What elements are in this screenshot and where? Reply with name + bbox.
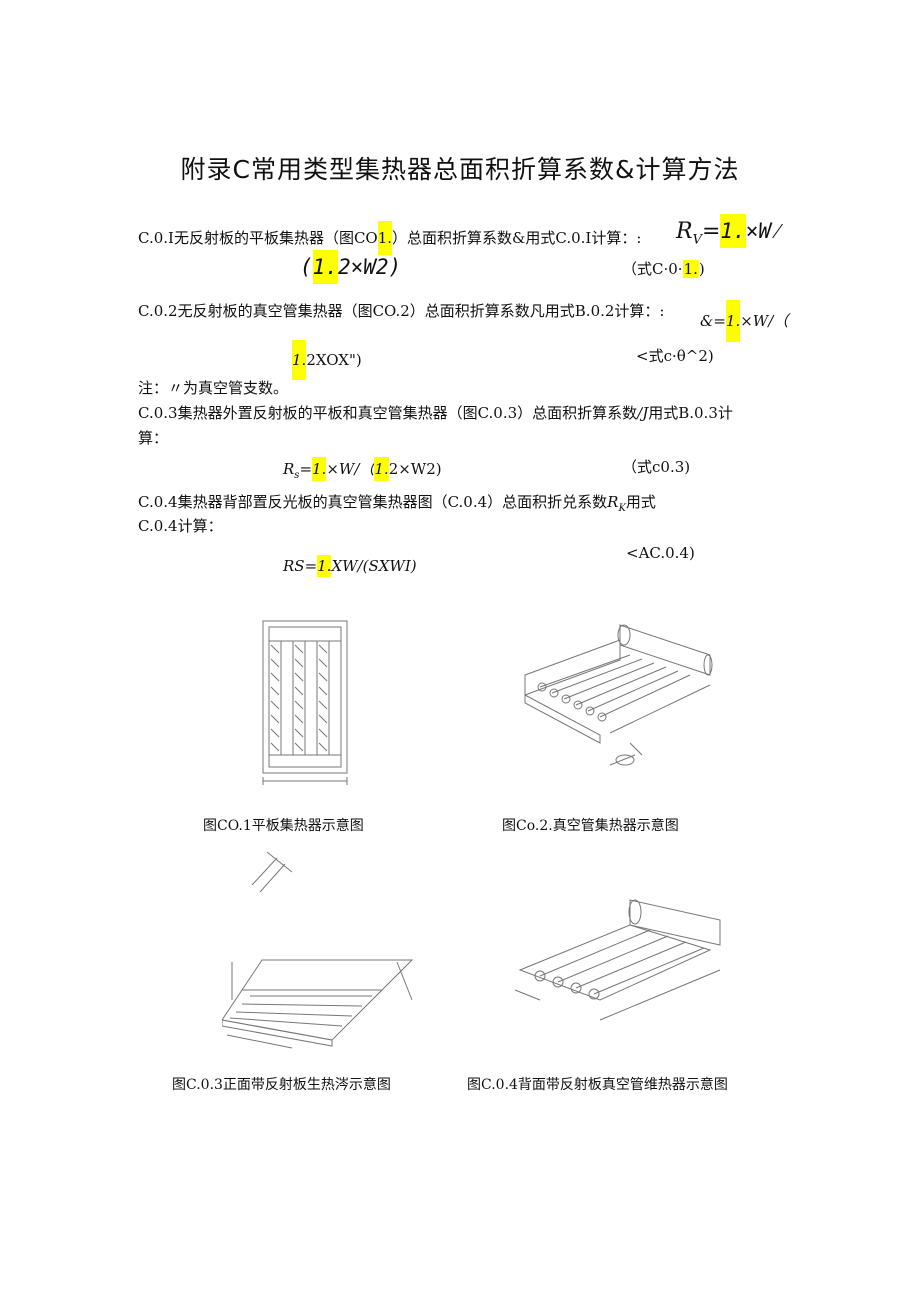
c04-line1-r: R bbox=[607, 493, 619, 511]
c03-formula: Rs=1.×W/（1.2×W2) bbox=[283, 457, 442, 481]
c03-formula-highlight: 1. bbox=[312, 457, 327, 481]
c02-formula-line2: 1.2XOX") bbox=[292, 340, 362, 380]
c01-lead: C.0.I无反射板的平板集热器（图CO bbox=[138, 229, 378, 247]
section-c04-line2: C.0.4计算： bbox=[138, 517, 223, 535]
c01-formula-highlight: 1. bbox=[720, 214, 746, 248]
c04-formula-tail: XW/(SXWI) bbox=[331, 557, 417, 575]
flat-plate-collector-figure bbox=[262, 620, 348, 785]
c03-line1-symbol: ∕J bbox=[637, 404, 649, 422]
c03-formula-highlight-2: 1. bbox=[374, 457, 389, 481]
c01-eqno-post: ) bbox=[698, 260, 705, 278]
figure-caption-3: 图C.0.3正面带反射板生热涔示意图 bbox=[172, 1077, 391, 1093]
c03-formula-mid: ×W/（ bbox=[326, 460, 375, 478]
figure-caption-4: 图C.0.4背面带反射板真空管维热器示意图 bbox=[467, 1077, 728, 1093]
vacuum-tube-collector-figure bbox=[524, 624, 713, 766]
front-reflector-collector-figure bbox=[222, 851, 414, 1049]
c03-formula-eq: = bbox=[299, 460, 313, 478]
c02-formula-highlight: 1. bbox=[725, 300, 741, 342]
back-reflector-collector-figure bbox=[514, 899, 721, 1021]
figure-caption-1: 图CO.1平板集热器示意图 bbox=[203, 818, 364, 834]
figure-caption-2: 图Co.2.真空管集热器示意图 bbox=[502, 818, 679, 834]
c02-lead: C.0.2无反射板的真空管集热器（图CO.2）总面积折算系数凡用式B.0.2计算… bbox=[138, 302, 665, 320]
section-c03-line1: C.0.3集热器外置反射板的平板和真空管集热器（图C.0.3）总面积折算系数∕J… bbox=[138, 402, 733, 423]
section-c01-line1: C.0.I无反射板的平板集热器（图CO1.）总面积折算系数&用式C.0.I计算：… bbox=[138, 221, 641, 255]
c03-formula-r: R bbox=[283, 460, 295, 478]
c01-lead-tail: ）总面积折算系数&用式C.0.I计算：: bbox=[392, 229, 642, 247]
c01-formula-r: R bbox=[676, 219, 693, 244]
c01-line2-tail: 2×W2) bbox=[337, 255, 402, 279]
c01-eqno-pre: （式C·0· bbox=[622, 260, 683, 278]
note-text: 注：〃为真空管支数。 bbox=[138, 379, 289, 397]
c01-formula: RV=1.×W⁄ bbox=[676, 214, 784, 248]
c03-formula-tail: 2×W2) bbox=[388, 460, 442, 478]
c01-eqno-highlight: 1. bbox=[682, 260, 699, 278]
c04-line1-text: C.0.4集热器背部置反光板的真空管集热器图（C.0.4）总面积折兑系数 bbox=[138, 493, 608, 511]
c02-formula-pre: &= bbox=[700, 312, 726, 330]
section-c03-line2: 算： bbox=[138, 429, 169, 447]
section-c02-line1: C.0.2无反射板的真空管集热器（图CO.2）总面积折算系数凡用式B.0.2计算… bbox=[138, 300, 664, 321]
c04-formula-pre: RS= bbox=[283, 557, 318, 575]
c02-line2-tail: 2XOX") bbox=[306, 351, 362, 369]
c01-equation-number: （式C·0·1.) bbox=[622, 258, 705, 279]
c03-line1-text: C.0.3集热器外置反射板的平板和真空管集热器（图C.0.3）总面积折算系数 bbox=[138, 404, 638, 422]
c02-formula: &=1.×W/（ bbox=[700, 300, 788, 342]
c01-formula-line2: (1.2×W2) bbox=[300, 250, 401, 284]
c02-formula-tail: ×W/（ bbox=[740, 312, 789, 330]
c01-formula-tail: ×W⁄ bbox=[745, 219, 784, 243]
c04-formula-highlight: 1. bbox=[317, 555, 332, 577]
c03-formula-sub: s bbox=[294, 470, 300, 481]
c01-formula-sub: V bbox=[692, 232, 702, 248]
c03-line1-tail: 用式B.0.3计 bbox=[648, 404, 733, 422]
c04-line1-sub: K bbox=[618, 503, 626, 514]
c04-equation-number: <AC.0.4) bbox=[626, 544, 695, 562]
c02-equation-number: <式c·θ^2) bbox=[636, 347, 714, 365]
c03-equation-number: （式c0.3) bbox=[622, 458, 691, 476]
c01-formula-eq: = bbox=[701, 219, 721, 244]
section-c04-line1: C.0.4集热器背部置反光板的真空管集热器图（C.0.4）总面积折兑系数RK用式 bbox=[138, 491, 656, 514]
c04-formula: RS=1.XW/(SXWI) bbox=[283, 555, 417, 577]
c01-lead-highlight: 1. bbox=[377, 221, 393, 255]
c04-line1-tail: 用式 bbox=[625, 493, 656, 511]
c01-line2-open: ( bbox=[300, 255, 313, 279]
c01-line2-highlight: 1. bbox=[312, 250, 338, 284]
c02-line2-highlight: 1. bbox=[292, 340, 307, 380]
page-title: 附录C常用类型集热器总面积折算系数&计算方法 bbox=[180, 155, 740, 184]
